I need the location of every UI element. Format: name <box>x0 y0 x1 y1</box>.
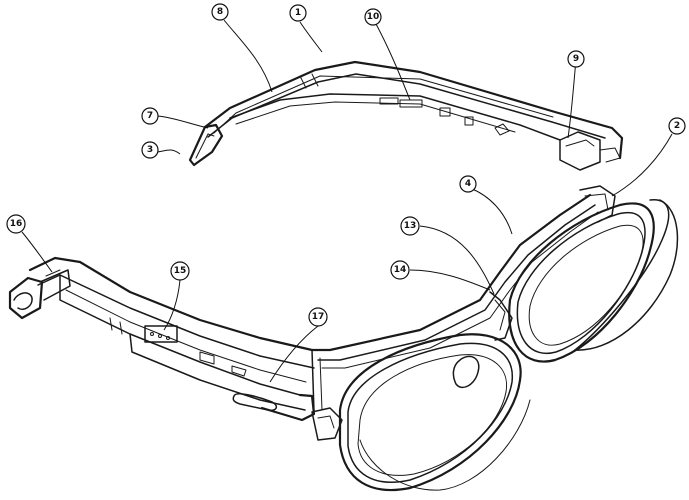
svg-text:10: 10 <box>367 12 380 22</box>
right-temple-arm <box>188 60 624 171</box>
callout-1: 1 <box>289 4 307 22</box>
callout-15: 15 <box>170 261 190 281</box>
callout-9: 9 <box>567 50 585 68</box>
callout-3: 3 <box>141 141 159 159</box>
svg-text:17: 17 <box>312 312 325 322</box>
svg-text:13: 13 <box>404 221 417 231</box>
svg-text:2: 2 <box>674 121 680 131</box>
callout-17: 17 <box>308 307 328 327</box>
svg-text:3: 3 <box>147 145 153 155</box>
left-lens <box>357 354 531 491</box>
callout-4: 4 <box>459 175 477 193</box>
svg-text:4: 4 <box>465 179 471 189</box>
callout-7: 7 <box>141 107 159 125</box>
svg-text:15: 15 <box>174 266 187 276</box>
svg-text:14: 14 <box>394 265 407 275</box>
svg-text:16: 16 <box>10 219 23 229</box>
callouts: 1 2 3 4 7 8 9 10 13 14 15 <box>6 3 686 327</box>
leader-lines <box>21 19 673 383</box>
svg-text:9: 9 <box>573 54 579 64</box>
svg-text:8: 8 <box>217 7 223 17</box>
front-frame <box>310 185 655 492</box>
callout-8: 8 <box>211 3 229 21</box>
callout-16: 16 <box>6 214 26 234</box>
callout-10: 10 <box>364 8 382 26</box>
svg-text:7: 7 <box>147 111 153 121</box>
svg-text:1: 1 <box>295 8 301 18</box>
left-temple-arm <box>8 256 316 422</box>
right-lens <box>528 199 679 351</box>
callout-13: 13 <box>400 216 420 236</box>
callout-14: 14 <box>390 260 410 280</box>
callout-2: 2 <box>668 117 686 135</box>
